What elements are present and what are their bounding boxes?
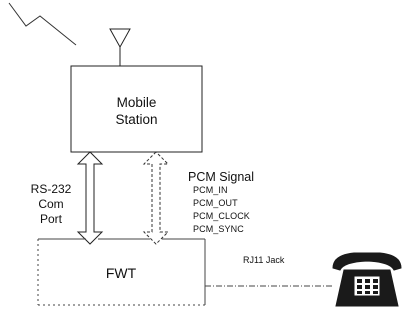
antenna-icon	[109, 28, 131, 66]
rs232-label-line3: Port	[39, 212, 62, 226]
rs232-label-line2: Com	[38, 197, 64, 211]
mobile-station-label-line2: Station	[115, 112, 158, 127]
fwt-box	[37, 238, 206, 306]
pcm-bidirectional-arrow	[142, 151, 170, 245]
lightning-bolt-icon	[8, 2, 77, 46]
pcm-signal-in: PCM_IN	[193, 185, 228, 195]
rs232-label-line1: RS-232	[30, 182, 72, 196]
pcm-signal-heading: PCM Signal	[188, 170, 254, 184]
pcm-signal-sync: PCM_SYNC	[193, 224, 244, 234]
rs232-label: RS-232 Com Port	[26, 182, 76, 227]
fwt-label: FWT	[105, 265, 137, 281]
rj11-jack-label: RJ11 Jack	[243, 255, 285, 265]
telephone-icon	[332, 252, 402, 307]
mobile-station-label-line1: Mobile	[116, 95, 157, 110]
pcm-signal-out: PCM_OUT	[193, 198, 238, 208]
mobile-station-box	[70, 65, 203, 153]
mobile-station-label: Mobile Station	[71, 94, 202, 128]
pcm-signal-clock: PCM_CLOCK	[193, 211, 250, 221]
rs232-bidirectional-arrow	[76, 151, 104, 245]
